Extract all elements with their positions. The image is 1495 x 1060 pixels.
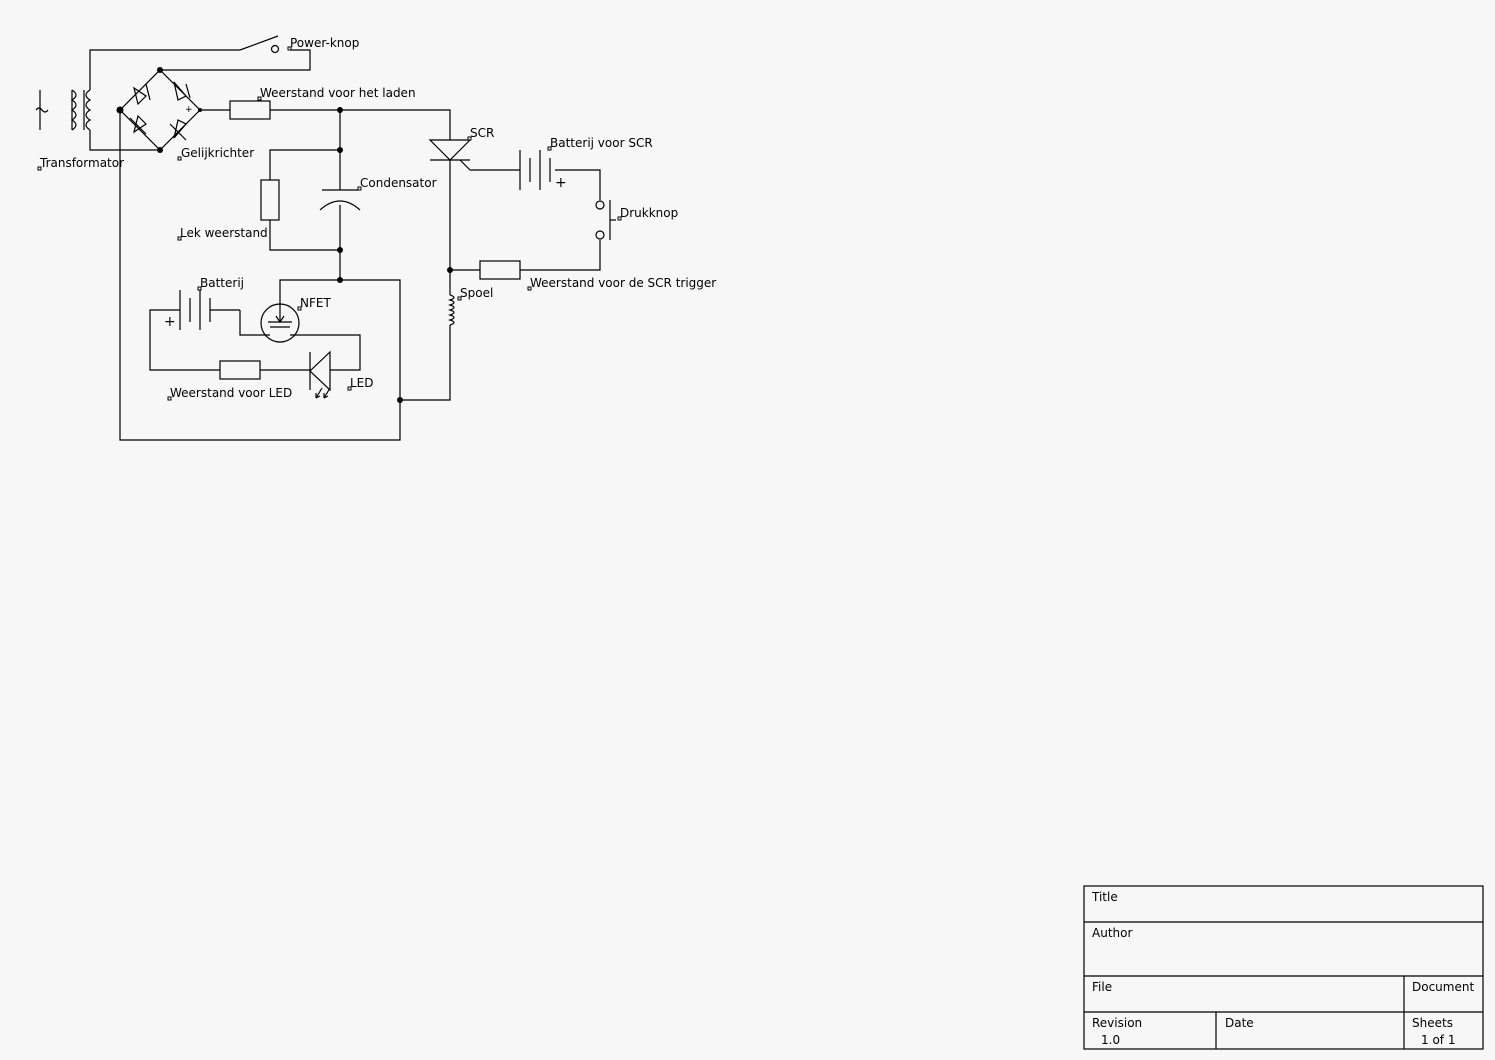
power-switch-label: Power-knop [290, 36, 359, 50]
title-block-revision-label: Revision [1092, 1016, 1142, 1030]
led-label: LED [350, 376, 374, 390]
battery-plus: + [164, 314, 176, 330]
leak-resistor-label: Lek weerstand [180, 226, 268, 240]
coil-label: Spoel [460, 286, 493, 300]
led-resistor-label: Weerstand voor LED [170, 386, 292, 400]
title-block-sheets-value: 1 of 1 [1421, 1033, 1455, 1047]
title-block-file-label: File [1092, 980, 1112, 994]
power-switch-symbol[interactable] [239, 35, 280, 54]
scr-trigger-resistor-label: Weerstand voor de SCR trigger [530, 276, 716, 290]
title-block-date-label: Date [1225, 1016, 1254, 1030]
led-resistor-symbol[interactable] [219, 360, 261, 380]
scr-trigger-resistor-symbol[interactable] [479, 260, 521, 280]
label-anchors [37, 46, 622, 401]
nfet-label: NFET [300, 296, 331, 310]
scr-symbol[interactable] [428, 139, 472, 171]
title-block-document-label: Document [1412, 980, 1474, 994]
charge-resistor-symbol[interactable] [229, 100, 271, 120]
capacitor-symbol[interactable] [319, 189, 361, 211]
charge-resistor-label: Weerstand voor het laden [260, 86, 416, 100]
rectifier-label: Gelijkrichter [181, 146, 254, 160]
scr-label: SCR [470, 126, 494, 140]
transformer-symbol[interactable] [35, 89, 92, 131]
transformer-label: Transformator [39, 156, 124, 170]
junction-dots [116, 67, 453, 403]
coil-symbol[interactable] [447, 294, 455, 326]
scr-battery-label: Batterij voor SCR [550, 136, 653, 150]
rectifier-plus: + [185, 105, 193, 115]
component-labels: Power-knop Weerstand voor het laden Tran… [39, 36, 716, 400]
led-symbol[interactable] [309, 350, 331, 399]
title-block-title-label: Title [1091, 890, 1118, 904]
push-button-symbol[interactable] [595, 200, 616, 240]
title-block-author-label: Author [1092, 926, 1132, 940]
title-block-revision-value: 1.0 [1101, 1033, 1120, 1047]
title-block: Title Author File Document Revision 1.0 … [1083, 885, 1484, 1050]
push-button-label: Drukknop [620, 206, 678, 220]
scr-battery-plus: + [555, 175, 567, 191]
nfet-symbol[interactable] [260, 303, 300, 343]
wires [89, 49, 601, 441]
capacitor-label: Condensator [360, 176, 437, 190]
battery-symbol[interactable]: + [164, 290, 211, 330]
title-block-sheets-label: Sheets [1412, 1016, 1453, 1030]
scr-battery-symbol[interactable]: + [519, 150, 567, 191]
battery-label: Batterij [200, 276, 244, 290]
leak-resistor-symbol[interactable] [260, 179, 280, 221]
rectifier-bridge[interactable]: + [119, 69, 201, 151]
